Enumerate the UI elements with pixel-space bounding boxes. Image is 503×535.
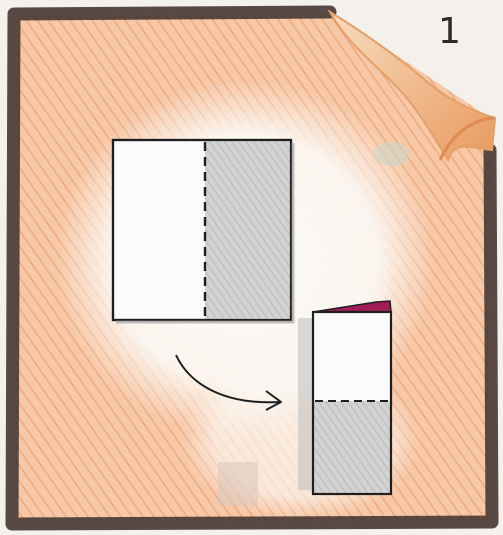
folded-strip-gray — [313, 401, 391, 494]
smudge — [374, 142, 410, 166]
square-sheet — [113, 140, 293, 322]
folded-strip — [298, 301, 391, 494]
smudge — [218, 462, 258, 506]
square-sheet-gray-half — [205, 141, 290, 319]
step-number: 1 — [438, 14, 461, 50]
